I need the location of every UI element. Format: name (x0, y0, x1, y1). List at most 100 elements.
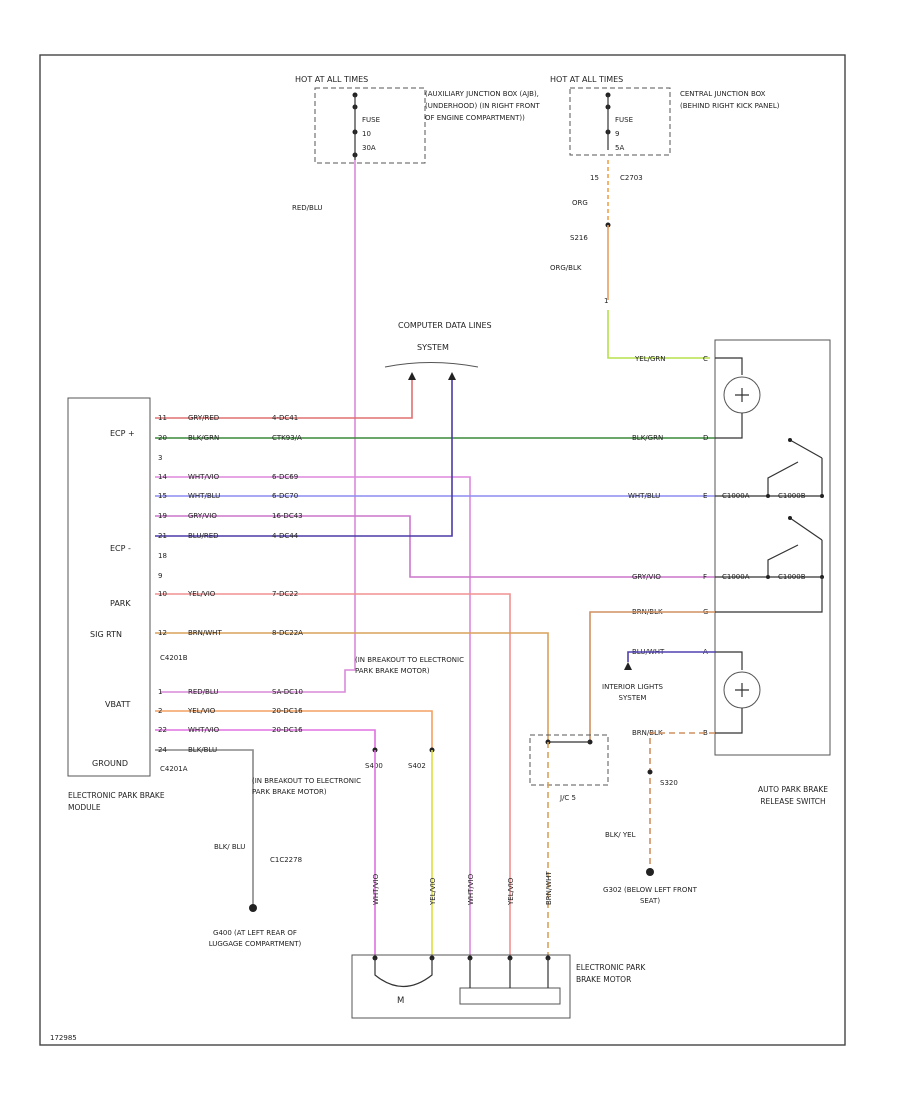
fuse-block-left: HOT AT ALL TIMES FUSE 10 30A (AUXILIARY … (295, 75, 540, 164)
svg-text:11: 11 (158, 414, 167, 422)
wire-brn-blk-jc5 (589, 611, 715, 740)
fuse-right-number: 9 (615, 130, 619, 138)
svg-text:WHT/VIO: WHT/VIO (188, 473, 220, 481)
fuse-right-rating: 5A (615, 144, 624, 152)
svg-text:C1000B: C1000B (778, 492, 806, 500)
svg-text:10: 10 (158, 590, 167, 598)
fuse-left-desc: (AUXILIARY JUNCTION BOX (AJB), (UNDERHOO… (425, 90, 540, 122)
conn-c4201b: C4201B (160, 654, 188, 662)
svg-text:18: 18 (158, 552, 167, 560)
motor-symbol: M (397, 996, 404, 1006)
svg-text:21: 21 (158, 532, 167, 540)
svg-text:12: 12 (158, 629, 167, 637)
svg-text:BRN/WHT: BRN/WHT (545, 871, 553, 905)
svg-text:GRY/RED: GRY/RED (188, 414, 219, 422)
fuse-left-label: FUSE (362, 116, 380, 124)
wire-brn-wht (155, 632, 549, 740)
svg-text:20-DC16: 20-DC16 (272, 726, 303, 734)
svg-text:WHT/VIO: WHT/VIO (467, 873, 475, 905)
note-s400: S400 (365, 762, 383, 770)
wire-wht-vio-22 (155, 729, 376, 750)
svg-text:C1000A: C1000A (722, 573, 750, 581)
svg-text:GRY/VIO: GRY/VIO (188, 512, 217, 520)
svg-text:BLK/GRN: BLK/GRN (188, 434, 219, 442)
svg-text:6-DC70: 6-DC70 (272, 492, 298, 500)
conn-c4201a: C4201A (160, 765, 188, 773)
pin-ground: GROUND (92, 759, 128, 768)
label-c2703: C2703 (620, 174, 643, 182)
note-jc5: J/C 5 (559, 794, 576, 802)
svg-text:7-DC22: 7-DC22 (272, 590, 298, 598)
diagram-frame (39, 54, 846, 1046)
label-org: ORG (572, 199, 588, 207)
label-red-blu: RED/BLU (292, 204, 323, 212)
svg-text:GRY/VIO: GRY/VIO (632, 573, 661, 581)
svg-text:16-DC43: 16-DC43 (272, 512, 303, 520)
fuse-right-label: FUSE (615, 116, 633, 124)
note-g400: G400 (AT LEFT REAR OF LUGGAGE COMPARTMEN… (208, 929, 302, 948)
note-c1c2278: C1C2278 (270, 856, 302, 864)
svg-text:SA-DC10: SA-DC10 (272, 688, 303, 696)
svg-text:22: 22 (158, 726, 167, 734)
svg-text:BLU/RED: BLU/RED (188, 532, 219, 540)
svg-text:CTK93/A: CTK93/A (272, 434, 302, 442)
label-pin-1: 1 (604, 297, 608, 305)
wire-wht-vio (155, 476, 471, 955)
svg-text:4-DC44: 4-DC44 (272, 532, 299, 540)
svg-text:1: 1 (158, 688, 162, 696)
svg-text:24: 24 (158, 746, 167, 754)
pin-sig-rtn: SIG RTN (90, 630, 122, 639)
svg-text:WHT/VIO: WHT/VIO (188, 726, 220, 734)
svg-text:BLK/BLU: BLK/BLU (188, 746, 217, 754)
svg-text:YEL/VIO: YEL/VIO (187, 707, 216, 715)
label-yel-grn: YEL/GRN (634, 355, 665, 363)
wire-yel-vio-park (155, 593, 511, 955)
svg-text:19: 19 (158, 512, 167, 520)
svg-text:BRN/BLK: BRN/BLK (632, 729, 663, 737)
switch-internals (715, 357, 824, 734)
svg-text:E: E (703, 492, 707, 500)
note-s402: S402 (408, 762, 426, 770)
svg-text:6-DC69: 6-DC69 (272, 473, 298, 481)
wire-blu-red (155, 380, 453, 537)
fuse-left-rating: 30A (362, 144, 376, 152)
motor-internals: M (372, 955, 561, 1006)
svg-text:20-DC16: 20-DC16 (272, 707, 303, 715)
motor-box (351, 954, 571, 1019)
switch-box (714, 339, 831, 756)
svg-text:YEL/VIO: YEL/VIO (187, 590, 216, 598)
pin-ecp-minus: ECP - (110, 544, 131, 553)
note-g302: G302 (BELOW LEFT FRONT SEAT) (603, 886, 697, 905)
fuse-left-header: HOT AT ALL TIMES (295, 75, 368, 84)
svg-text:D: D (703, 434, 708, 442)
switch-name: AUTO PARK BRAKE RELEASE SWITCH (757, 785, 829, 806)
wire-red-blu (160, 160, 356, 693)
label-org-blk: ORG/BLK (550, 264, 582, 272)
wire-blu-wht (627, 651, 715, 662)
svg-text:F: F (703, 573, 707, 581)
svg-text:WHT/VIO: WHT/VIO (372, 873, 380, 905)
epb-module-box (67, 397, 151, 777)
wire-gry-red (155, 380, 413, 419)
cds-subtitle: SYSTEM (417, 343, 449, 352)
module-wire-labels: 11 GRY/RED 4-DC41 20 BLK/GRN CTK93/A 3 1… (158, 414, 303, 754)
svg-text:BLK/GRN: BLK/GRN (632, 434, 663, 442)
wire-blk-blu (155, 749, 254, 905)
note-s320: S320 (660, 779, 678, 787)
cds-title: COMPUTER DATA LINES (398, 321, 492, 330)
note-inbreakout-mid: (IN BREAKOUT TO ELECTRONIC PARK BRAKE MO… (252, 777, 361, 796)
pin-vbatt: VBATT (105, 700, 131, 709)
wire-yel-grn (607, 310, 710, 359)
note-blk-blu: BLK/ BLU (214, 843, 246, 851)
pin-park: PARK (110, 599, 131, 608)
svg-text:RED/BLU: RED/BLU (188, 688, 219, 696)
wire-gry-vio (155, 515, 715, 578)
note-inbreakout-top: (IN BREAKOUT TO ELECTRONIC PARK BRAKE MO… (355, 656, 464, 675)
svg-text:8-DC22A: 8-DC22A (272, 629, 303, 637)
svg-text:YEL/VIO: YEL/VIO (507, 877, 515, 906)
svg-text:C1000B: C1000B (778, 573, 806, 581)
figure-id: 172985 (50, 1034, 77, 1042)
svg-text:WHT/BLU: WHT/BLU (628, 492, 660, 500)
computer-data-lines: COMPUTER DATA LINES SYSTEM (384, 321, 492, 380)
